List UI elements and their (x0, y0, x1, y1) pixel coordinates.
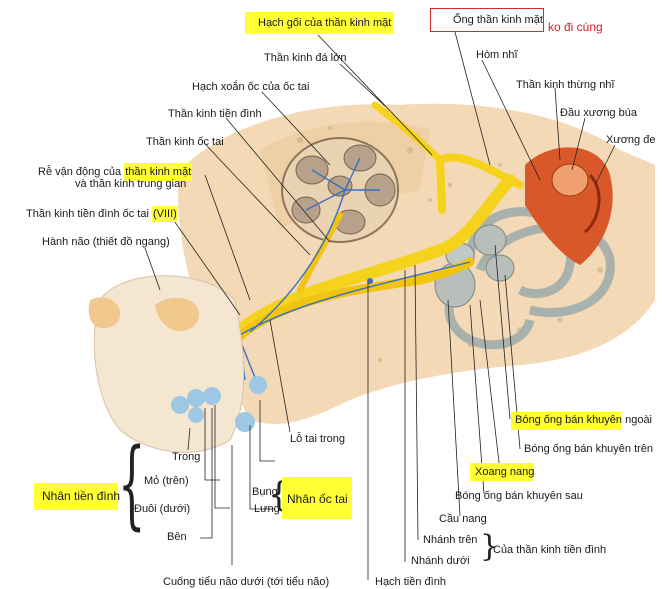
facial-nerve (234, 101, 524, 336)
label-than-kinh-oc-tai: Thần kinh ốc tai (146, 136, 224, 148)
label-than-kinh-tien-dinh: Thần kinh tiền đình (168, 108, 262, 120)
label-hom-nhi: Hòm nhĩ (476, 49, 518, 61)
medulla (88, 275, 267, 453)
label-dau-xuong-bua: Đầu xương búa (560, 107, 637, 119)
cochlea (281, 137, 399, 243)
highlight-nhan-oc-tai (282, 477, 352, 519)
label-hach-xoan-oc: Hạch xoắn ốc của ốc tai (192, 81, 310, 93)
re-van-dong-highlight: thần kinh mặt (124, 163, 193, 181)
label-ong-than-kinh-mat: Ống thần kinh mặt (430, 8, 544, 32)
vestibulocochlear-nerve (230, 212, 475, 345)
label-bong-sau: Bóng ống bán khuyên sau (455, 490, 583, 502)
label-hach-goi: Hạch gối của thần kinh mặt (258, 17, 392, 29)
label-cau-nang: Cầu nang (439, 513, 487, 525)
label-duoi: Đuôi (dưới) (134, 503, 191, 515)
label-lung: Lưng (254, 503, 280, 515)
tk-viii-highlight: (VIII) (151, 206, 178, 222)
label-bong-ngoai: Bóng ống bán khuyên ngoài (515, 414, 653, 426)
highlight-xoang-nang (470, 463, 534, 481)
vestibular-ganglion-dot (367, 278, 373, 284)
label-nhan-tien-dinh: Nhân tiền đình (42, 489, 121, 503)
label-cua-tk-tien-dinh: Của thần kinh tiền đình (493, 544, 607, 556)
highlight-bong-ngoai (511, 412, 621, 430)
label-re-van-dong: Rễ vận động của thần kinh mặt (38, 163, 193, 181)
label-hanh-nao: Hành não (thiết đồ ngang) (42, 236, 170, 248)
brace-nhan-tien-dinh: { (118, 428, 146, 540)
tympanic-cavity (525, 147, 613, 265)
label-mo-tren: Mỏ (trên) (144, 475, 189, 487)
highlight-hach-goi (245, 12, 394, 34)
label-cuong-tieu-nao: Cuống tiểu não dưới (tới tiểu não) (163, 576, 330, 588)
label-nhanh-tren: Nhánh trên (423, 534, 478, 546)
label-ko-di-cung: ko đi cùng (548, 20, 603, 34)
label-than-kinh-da-lon: Thần kinh đá lớn (264, 52, 347, 64)
tk-tien-dinh-oc-tai-prefix: Thần kinh tiền đình ốc tai (26, 208, 152, 220)
label-re-van-dong-line2: và thần kinh trung gian (75, 178, 187, 190)
label-lo-tai-trong: Lỗ tai trong (290, 433, 346, 445)
label-nhanh-duoi: Nhánh dưới (411, 555, 470, 567)
label-xuong-de: Xương đe (606, 134, 656, 146)
label-than-kinh-thung-nhi: Thần kinh thừng nhĩ (516, 79, 615, 91)
highlight-nhan-tien-dinh (34, 483, 118, 510)
label-bung: Bụng (252, 486, 278, 498)
label-nhan-oc-tai: Nhân ốc tai (287, 492, 348, 506)
label-bong-tren: Bóng ống bán khuyên trên (524, 443, 654, 455)
label-tk-tien-dinh-oc-tai: Thần kinh tiền đình ốc tai (VIII) (26, 206, 178, 222)
label-ben: Bên (167, 531, 187, 543)
brace-nhanh: } (480, 529, 500, 564)
leader-lines (144, 31, 616, 580)
label-hach-tien-dinh: Hạch tiền đình (375, 576, 446, 588)
re-van-dong-prefix: Rễ vận động của (38, 166, 125, 178)
label-trong: Trong (172, 451, 201, 463)
label-xoang-nang: Xoang nang (475, 466, 535, 478)
